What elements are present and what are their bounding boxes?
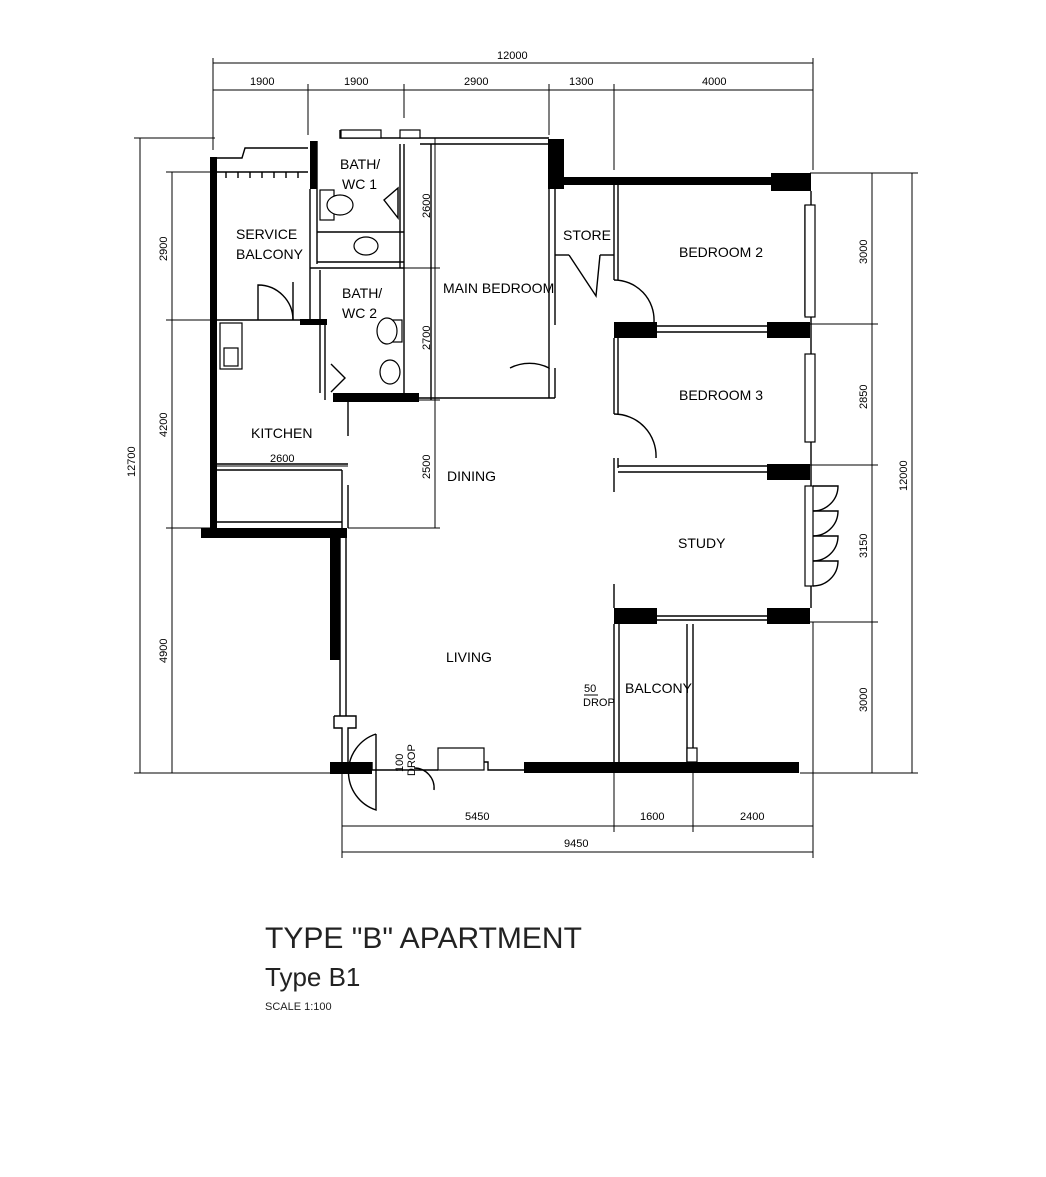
room-label-study: STUDY [678, 535, 726, 551]
room-label-main-bedroom: MAIN BEDROOM [443, 280, 554, 296]
door-swings [257, 186, 839, 811]
room-label-bath-wc2-2: WC 2 [342, 305, 377, 321]
dim-right-1: 3000 [858, 240, 870, 264]
dim-left-total: 12700 [126, 446, 138, 477]
plan-scale: SCALE 1:100 [265, 1001, 332, 1013]
room-label-store: STORE [563, 227, 611, 243]
dim-left-3: 4900 [158, 639, 170, 663]
door-drop-value: 100 [394, 754, 406, 772]
dim-bottom-total: 9450 [564, 838, 588, 850]
dim-bottom-2: 1600 [640, 811, 664, 823]
room-label-bedroom-2: BEDROOM 2 [679, 244, 763, 260]
dim-interior-2: 2700 [421, 326, 433, 350]
room-label-service-balcony-2: BALCONY [236, 246, 304, 262]
room-label-bath-wc1-1: BATH/ [340, 156, 380, 172]
dim-top-3: 2900 [464, 76, 488, 88]
dim-top-4: 1300 [569, 76, 593, 88]
wc1-basin [353, 236, 379, 256]
dim-left-2: 4200 [158, 413, 170, 437]
dim-right-4: 3000 [858, 688, 870, 712]
dim-top-2: 1900 [344, 76, 368, 88]
wc2-toilet-bowl [379, 359, 401, 385]
balcony-drop-label: DROP [583, 697, 615, 709]
partition-walls [217, 129, 816, 771]
dim-right-total: 12000 [898, 460, 910, 491]
structural-walls [201, 139, 811, 774]
caption: TYPE "B" APARTMENT Type B1 SCALE 1:100 [265, 922, 582, 1013]
dim-top-5: 4000 [702, 76, 726, 88]
dim-kitchen-width: 2600 [270, 453, 294, 465]
railing-ticks [225, 172, 299, 178]
room-labels: SERVICE BALCONY BATH/ WC 1 BATH/ WC 2 MA… [236, 156, 763, 776]
wc1-toilet-bowl [326, 194, 354, 216]
balcony-drop-value: 50 [584, 683, 596, 695]
plan-subtitle: Type B1 [265, 962, 360, 992]
dim-top-1: 1900 [250, 76, 274, 88]
room-label-bath-wc2-1: BATH/ [342, 285, 382, 301]
dim-interior-3: 2500 [421, 455, 433, 479]
dim-left-1: 2900 [158, 237, 170, 261]
dim-top-total: 12000 [497, 50, 528, 62]
door-drop-label: DROP [406, 744, 418, 776]
room-label-bedroom-3: BEDROOM 3 [679, 387, 763, 403]
dim-right-2: 2850 [858, 385, 870, 409]
room-label-kitchen: KITCHEN [251, 425, 312, 441]
room-label-bath-wc1-2: WC 1 [342, 176, 377, 192]
room-label-service-balcony-1: SERVICE [236, 226, 297, 242]
dim-bottom-3: 2400 [740, 811, 764, 823]
dim-right-3: 3150 [858, 534, 870, 558]
bathroom-fixtures [319, 189, 403, 385]
wc2-basin [376, 317, 398, 345]
plan-title: TYPE "B" APARTMENT [265, 922, 582, 955]
room-label-living: LIVING [446, 649, 492, 665]
dim-bottom-1: 5450 [465, 811, 489, 823]
room-label-dining: DINING [447, 468, 496, 484]
dim-interior-1: 2600 [421, 194, 433, 218]
dimension-labels: 12000 1900 1900 2900 1300 4000 12700 290… [126, 50, 910, 850]
room-label-balcony: BALCONY [625, 680, 693, 696]
